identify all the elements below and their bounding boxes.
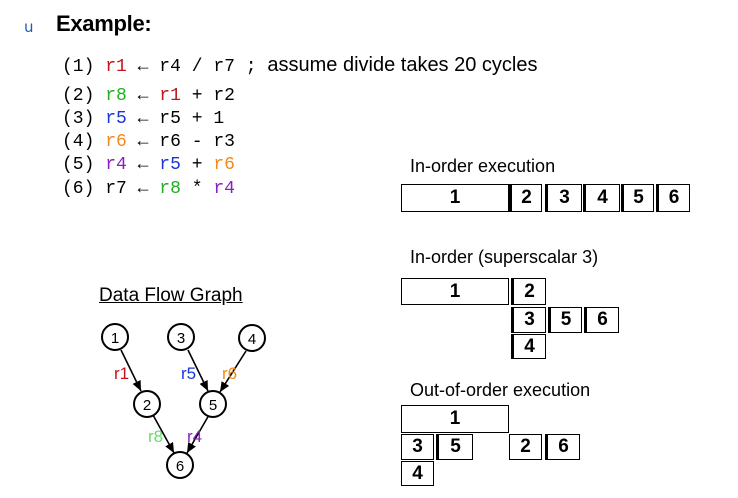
instruction-src1: r5	[159, 155, 181, 175]
dfg-edge-4-5	[219, 350, 247, 393]
instruction-dest: r8	[105, 86, 127, 106]
svg-text:3: 3	[177, 330, 185, 347]
instruction-line: (5) r4 ← r5 + r6	[62, 154, 235, 176]
dfg-edge-label-r4: r4	[187, 427, 202, 446]
instruction-comment: assume divide takes 20 cycles	[267, 54, 538, 76]
instruction-operator: +	[191, 155, 203, 175]
instruction-src2: r3	[213, 132, 235, 152]
instruction-src1: r8	[159, 179, 181, 199]
dfg-edge-label-r1: r1	[114, 364, 129, 383]
comment-semicolon: ;	[245, 57, 257, 77]
instruction-src1: r5	[159, 109, 181, 129]
assign-arrow: ←	[137, 109, 149, 129]
svg-text:6: 6	[176, 458, 184, 475]
dfg-node-4: 4	[238, 324, 266, 352]
heading: Example:	[56, 11, 152, 36]
svg-text:1: 1	[111, 330, 119, 347]
instruction-line: (2) r8 ← r1 + r2	[62, 85, 235, 107]
instruction-line: (4) r6 ← r6 - r3	[62, 131, 235, 153]
dfg-edge-2-6	[152, 414, 175, 454]
bullet-marker: u	[24, 18, 34, 36]
instruction-src1: r4	[159, 57, 181, 77]
inorder-box-2: 2	[509, 184, 542, 212]
assign-arrow: ←	[137, 179, 149, 199]
inorder-box-4: 4	[583, 184, 620, 212]
instruction-src2: r6	[213, 155, 235, 175]
superscalar-box-4: 4	[511, 334, 546, 359]
dfg-node-3: 3	[167, 323, 195, 351]
instruction-src2: 1	[213, 109, 225, 129]
ooo-box-5: 5	[436, 434, 473, 460]
instruction-line: (6) r7 ← r8 * r4	[62, 178, 235, 200]
ooo-box-1: 1	[401, 405, 509, 433]
instruction-number: (4)	[62, 132, 95, 152]
ooo-box-3: 3	[401, 434, 434, 460]
instruction-dest: r4	[105, 155, 127, 175]
superscalar-box-3: 3	[511, 307, 546, 333]
inorder-box-5: 5	[621, 184, 654, 212]
inorder-box-6: 6	[656, 184, 690, 212]
dfg-edge-1-2	[120, 349, 142, 392]
instruction-src2: r7	[213, 57, 235, 77]
instruction-line: (1) r1 ← r4 / r7 ; assume divide takes 2…	[62, 54, 538, 78]
assign-arrow: ←	[137, 57, 149, 77]
dfg-edge-5-6	[186, 414, 210, 454]
dfg-title: Data Flow Graph	[99, 285, 243, 306]
instruction-operator: +	[191, 109, 203, 129]
assign-arrow: ←	[137, 86, 149, 106]
instruction-src2: r4	[213, 179, 235, 199]
instruction-dest: r5	[105, 109, 127, 129]
superscalar-title: In-order (superscalar 3)	[410, 247, 599, 267]
instruction-number: (3)	[62, 109, 95, 129]
superscalar-box-6: 6	[584, 307, 619, 333]
inorder-box-3: 3	[545, 184, 582, 212]
dfg-node-1: 1	[101, 323, 129, 351]
instruction-operator: /	[191, 57, 203, 77]
dfg-edge-label-r8: r8	[148, 427, 163, 446]
dfg-edge-3-5	[187, 349, 209, 392]
dfg-node-5: 5	[199, 390, 227, 418]
instruction-number: (5)	[62, 155, 95, 175]
instruction-dest: r7	[105, 179, 127, 199]
assign-arrow: ←	[137, 132, 149, 152]
instruction-number: (6)	[62, 179, 95, 199]
instruction-dest: r1	[105, 57, 127, 77]
instruction-operator: +	[191, 86, 203, 106]
svg-text:5: 5	[209, 397, 217, 414]
instruction-src2: r2	[213, 86, 235, 106]
inorder-box-1: 1	[401, 184, 509, 212]
superscalar-box-5: 5	[548, 307, 582, 333]
instruction-number: (2)	[62, 86, 95, 106]
dfg-edge-label-r6: r6	[222, 364, 237, 383]
ooo-box-2: 2	[509, 434, 542, 460]
superscalar-box-1: 1	[401, 278, 509, 305]
svg-text:2: 2	[143, 397, 151, 414]
dfg-node-2: 2	[133, 390, 161, 418]
svg-text:4: 4	[248, 331, 256, 348]
instruction-src1: r6	[159, 132, 181, 152]
instruction-operator: -	[191, 132, 203, 152]
instruction-operator: *	[191, 179, 203, 199]
dfg-edge-label-r5: r5	[181, 364, 196, 383]
ooo-title: Out-of-order execution	[410, 380, 591, 400]
instruction-number: (1)	[62, 57, 95, 77]
assign-arrow: ←	[137, 155, 149, 175]
ooo-box-4: 4	[401, 461, 434, 486]
inorder-title: In-order execution	[410, 156, 556, 176]
ooo-box-6: 6	[545, 434, 580, 460]
instruction-line: (3) r5 ← r5 + 1	[62, 108, 224, 130]
dfg-node-6: 6	[166, 451, 194, 479]
instruction-src1: r1	[159, 86, 181, 106]
instruction-dest: r6	[105, 132, 127, 152]
superscalar-box-2: 2	[511, 278, 546, 305]
